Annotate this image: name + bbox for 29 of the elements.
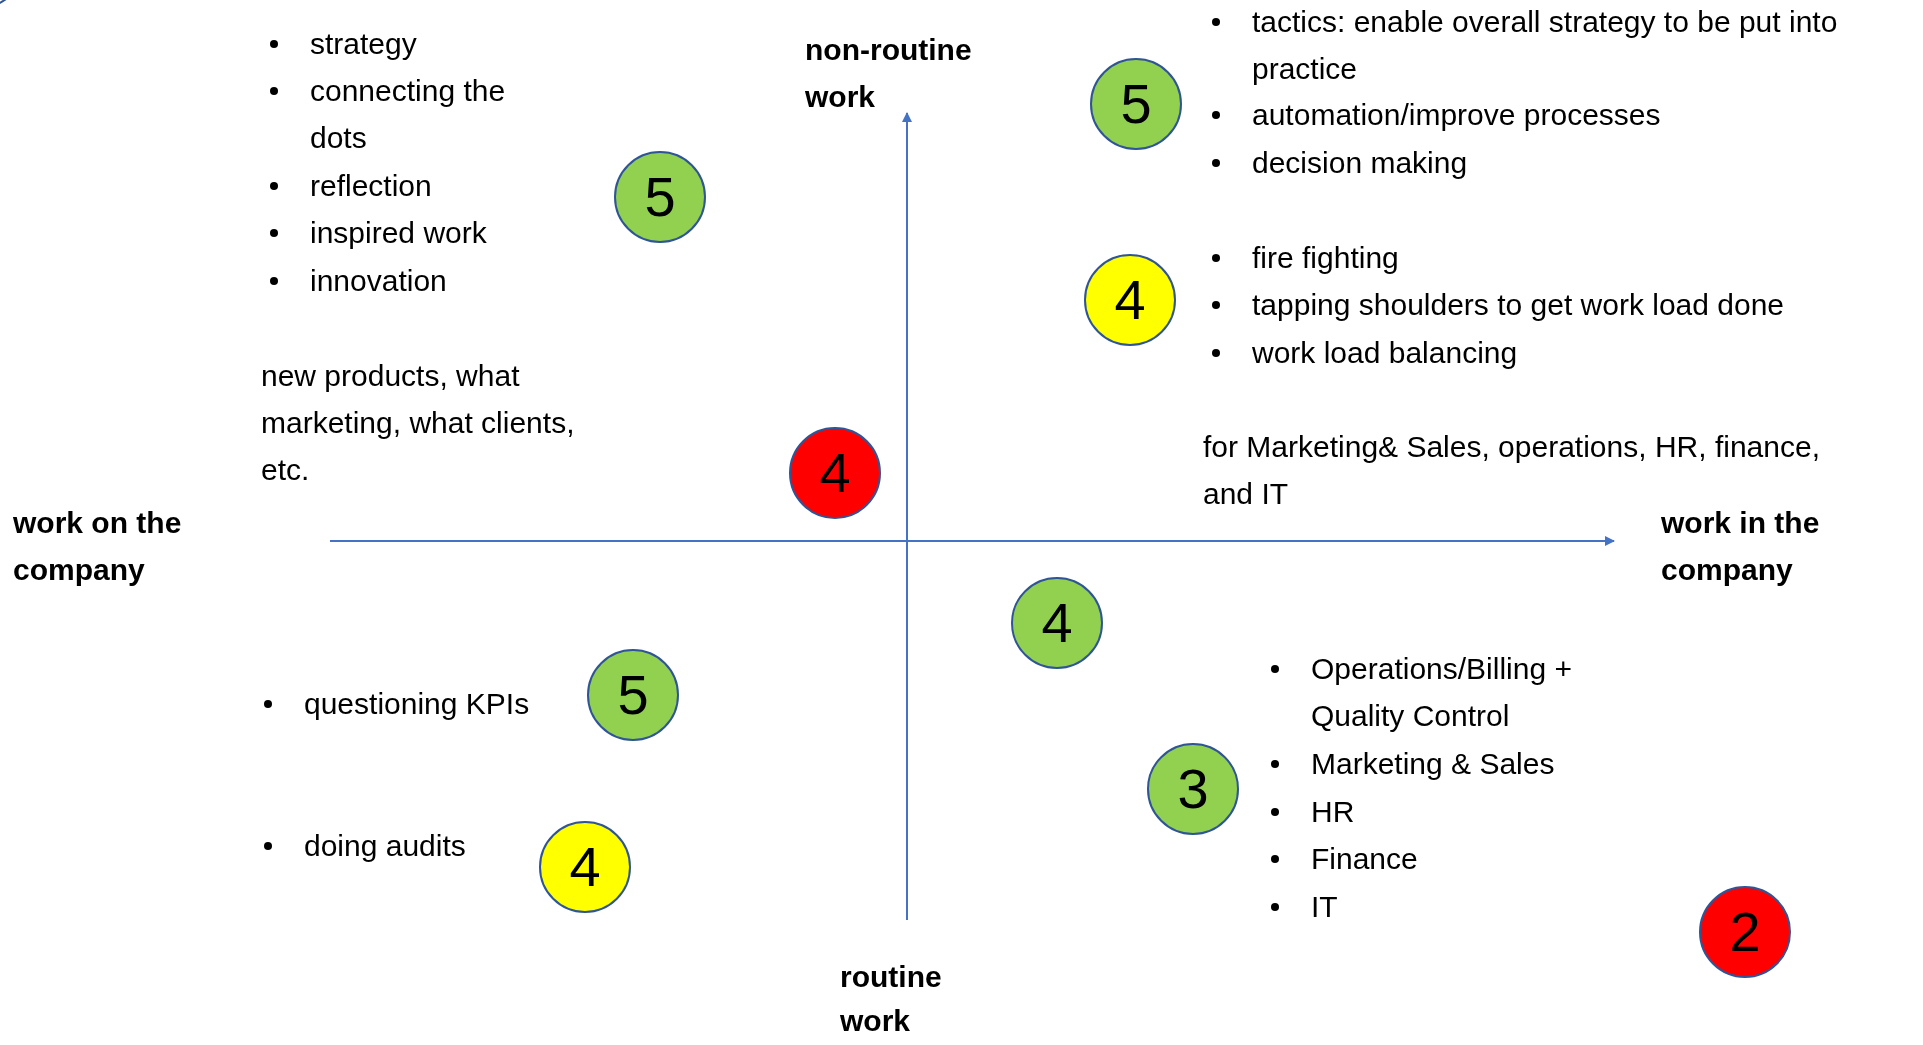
bullet-item: decision making bbox=[1252, 145, 1469, 181]
note-text: new products, what marketing, what clients, etc. bbox=[261, 358, 576, 488]
bullet-item: automation/improve processes bbox=[1252, 97, 1662, 133]
bullet-item: strategy bbox=[310, 26, 418, 62]
score-number: 4 bbox=[569, 839, 601, 895]
bullet-item: reflection bbox=[310, 168, 433, 204]
bullet-item: inspired work bbox=[310, 215, 488, 251]
axis-label: non-routine work bbox=[805, 32, 973, 115]
score-number: 5 bbox=[617, 667, 649, 723]
score-number: 3 bbox=[1177, 761, 1209, 817]
score-number: 4 bbox=[1041, 595, 1073, 651]
bullet-item: tapping shoulders to get work load done bbox=[1252, 287, 1786, 323]
score-number: 4 bbox=[819, 445, 851, 501]
bullet-item: Operations/Billing + Quality Control bbox=[1311, 651, 1573, 734]
bullet-item: HR bbox=[1311, 794, 1356, 830]
bullet-item: fire fighting bbox=[1252, 240, 1400, 276]
bullet-item: innovation bbox=[310, 263, 448, 299]
bullet-item: Finance bbox=[1311, 841, 1419, 877]
bullet-item: IT bbox=[1311, 889, 1339, 925]
score-number: 5 bbox=[1120, 76, 1152, 132]
score-number: 4 bbox=[1114, 272, 1146, 328]
bullet-item: questioning KPIs bbox=[304, 686, 531, 722]
axis-label: routine work bbox=[840, 959, 943, 1039]
score-number: 2 bbox=[1729, 904, 1761, 960]
bullet-item: Marketing & Sales bbox=[1311, 746, 1556, 782]
axis-label: work on the company bbox=[13, 505, 183, 588]
score-number: 5 bbox=[644, 169, 676, 225]
bullet-item: doing audits bbox=[304, 828, 467, 864]
bullet-item: work load balancing bbox=[1252, 335, 1519, 371]
